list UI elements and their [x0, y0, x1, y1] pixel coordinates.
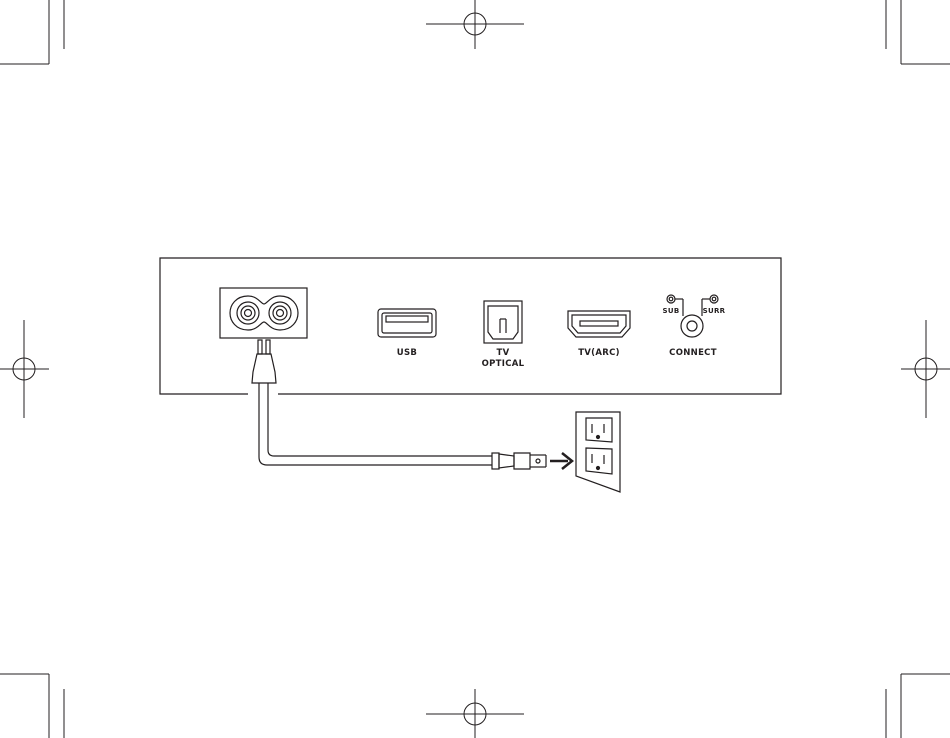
tv-optical-label-line2: OPTICAL [482, 359, 525, 369]
connect-jack-icon [667, 295, 718, 337]
power-cable [252, 340, 492, 465]
registration-mark-icon [0, 320, 49, 418]
sub-label: SUB [663, 307, 680, 315]
registration-mark-icon [426, 0, 524, 49]
tv-optical-label-line1: TV [497, 348, 510, 358]
usb-label: USB [397, 348, 417, 358]
crop-mark-icon [0, 674, 64, 738]
arrow-right-icon [550, 453, 572, 469]
connect-label: CONNECT [669, 348, 717, 358]
usb-port-icon [378, 309, 436, 337]
optical-port-icon [484, 301, 522, 343]
crop-mark-icon [0, 0, 64, 64]
tv-arc-label: TV(ARC) [578, 348, 620, 358]
hdmi-port-icon [568, 311, 630, 337]
registration-mark-icon [901, 320, 950, 418]
crop-mark-icon [886, 0, 950, 64]
registration-mark-icon [426, 689, 524, 738]
surr-label: SURR [703, 307, 726, 315]
wall-outlet-icon [576, 412, 620, 492]
crop-mark-icon [886, 674, 950, 738]
power-inlet-icon [220, 288, 307, 338]
power-plug-icon [492, 453, 546, 469]
